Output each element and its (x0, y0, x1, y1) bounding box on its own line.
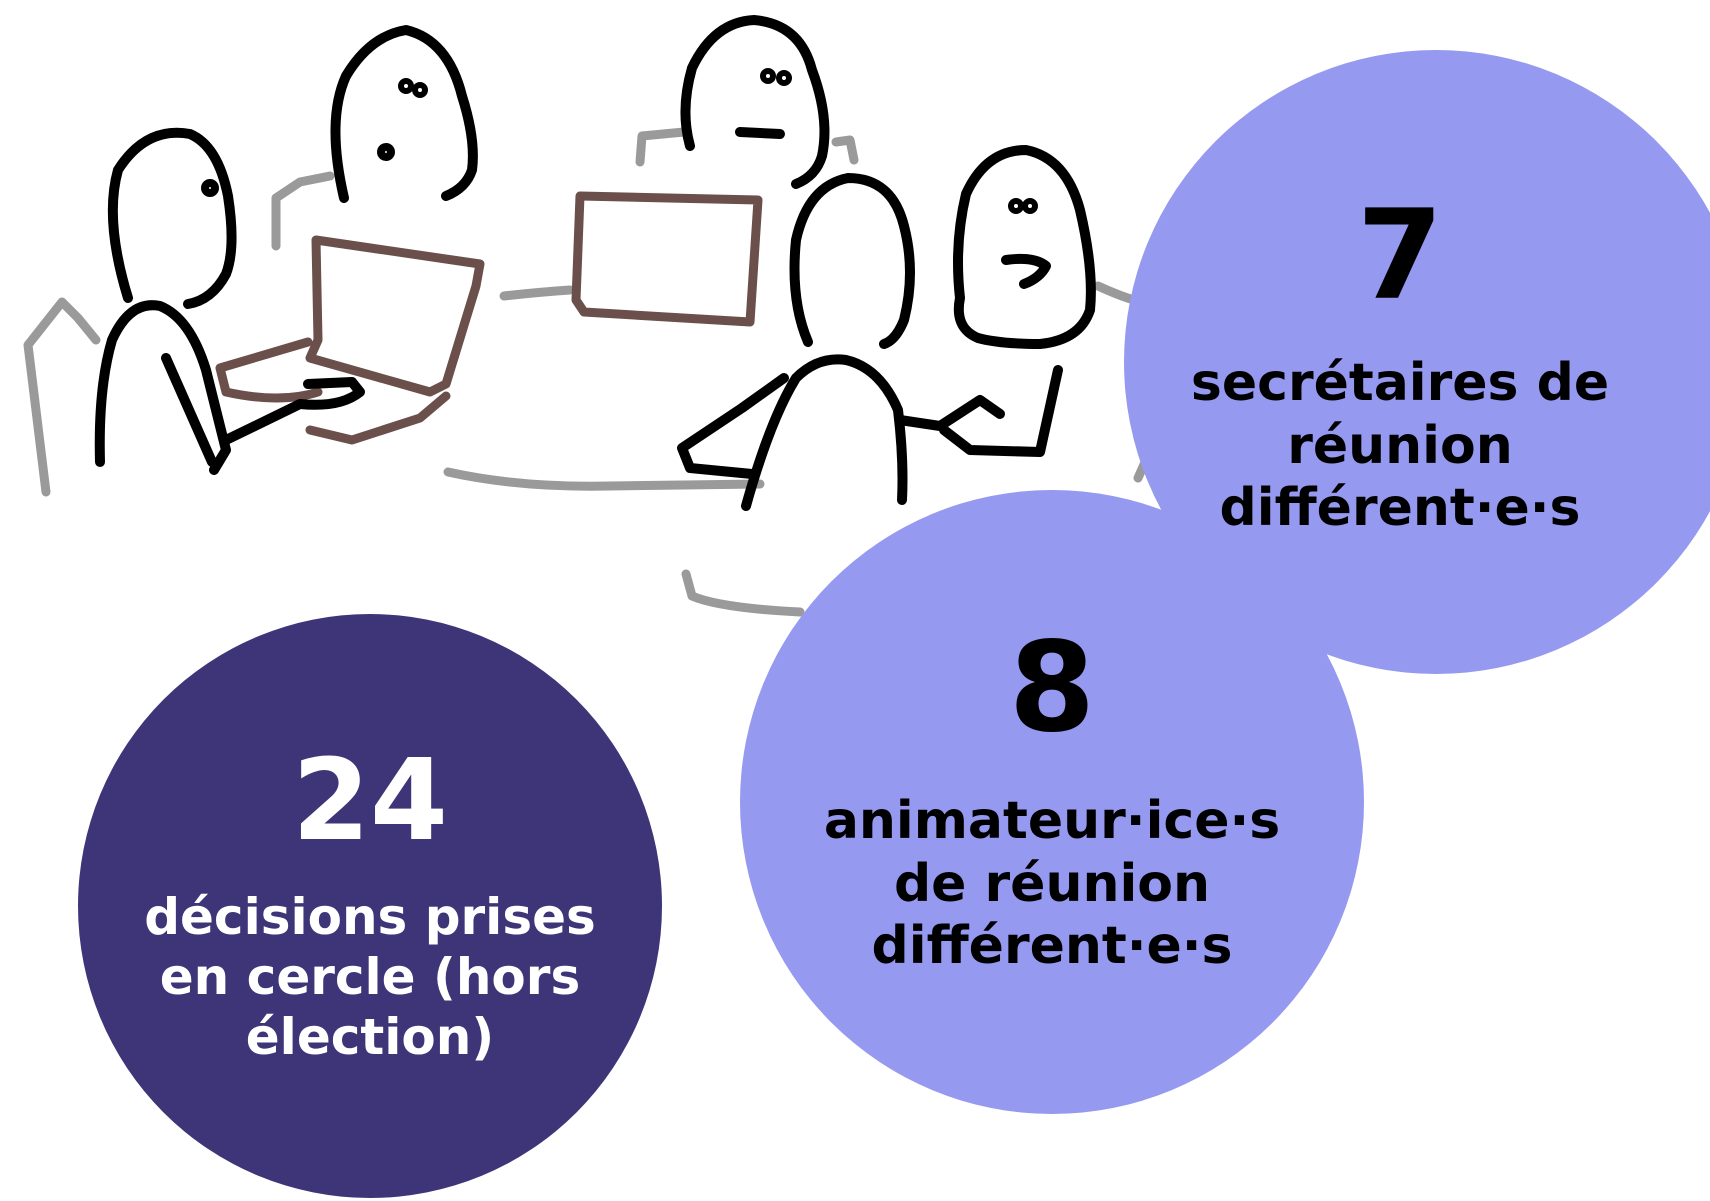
chair-icon (271, 171, 335, 251)
mouth-icon (735, 127, 785, 139)
person-icon (94, 300, 231, 475)
stat-label-secretaries: secrétaires de réunion différent·e·s (1191, 352, 1609, 539)
laptops-sketch (215, 191, 763, 445)
stat-label-line: différent·e·s (871, 916, 1233, 977)
person-icon (789, 173, 915, 349)
person-icon (953, 145, 1096, 349)
table-icon (1093, 281, 1139, 305)
stat-number-secretaries: 7 (1356, 184, 1444, 329)
people-sketch (94, 15, 1096, 511)
eye-icon (1008, 198, 1024, 214)
person-icon (107, 127, 237, 309)
eye-icon (760, 68, 776, 84)
furniture-sketch (23, 127, 1151, 617)
stat-label-line: secrétaires de (1190, 353, 1610, 414)
person-icon (741, 354, 908, 511)
laptop-icon (305, 235, 485, 397)
laptop-icon (215, 337, 323, 403)
laptop-icon (571, 191, 763, 327)
stat-circle-decisions: 24 décisions prises en cercle (hors élec… (78, 614, 662, 1198)
eye-icon (377, 143, 395, 161)
table-icon (681, 569, 805, 617)
stat-label-line: en cercle (hors (159, 948, 581, 1006)
stat-label-line: animateur·ice·s (823, 791, 1281, 852)
chair-icon (831, 135, 859, 165)
eye-icon (412, 82, 428, 98)
stat-label-facilitators: animateur·ice·s de réunion différent·e·s (824, 790, 1280, 977)
stat-circle-facilitators: 8 animateur·ice·s de réunion différent·e… (740, 490, 1364, 1114)
person-icon (677, 373, 789, 479)
eye-icon (1022, 198, 1038, 214)
chair-icon (635, 127, 689, 167)
person-icon (330, 25, 478, 203)
stat-label-line: décisions prises (144, 888, 596, 946)
stat-number-facilitators: 8 (1008, 616, 1096, 761)
person-icon (895, 395, 1005, 431)
table-icon (443, 467, 765, 491)
table-icon (499, 285, 575, 301)
stat-circle-secretaries: 7 secrétaires de réunion différent·e·s (1124, 50, 1710, 674)
eye-icon (201, 179, 219, 197)
laptop-icon (305, 391, 451, 445)
person-icon (680, 15, 830, 189)
person-icon (939, 365, 1063, 457)
eye-icon (398, 78, 414, 94)
stat-label-line: réunion (1287, 415, 1513, 476)
stat-label-line: de réunion (893, 853, 1211, 914)
eye-icon (776, 70, 792, 86)
stat-number-decisions: 24 (292, 736, 448, 866)
person-icon (161, 353, 217, 467)
chair-icon (23, 297, 101, 497)
stat-label-decisions: décisions prises en cercle (hors électio… (144, 887, 596, 1067)
stat-label-line: élection) (245, 1008, 495, 1066)
stat-label-line: différent·e·s (1219, 478, 1581, 539)
mouth-icon (1001, 253, 1051, 289)
person-icon (221, 377, 365, 445)
